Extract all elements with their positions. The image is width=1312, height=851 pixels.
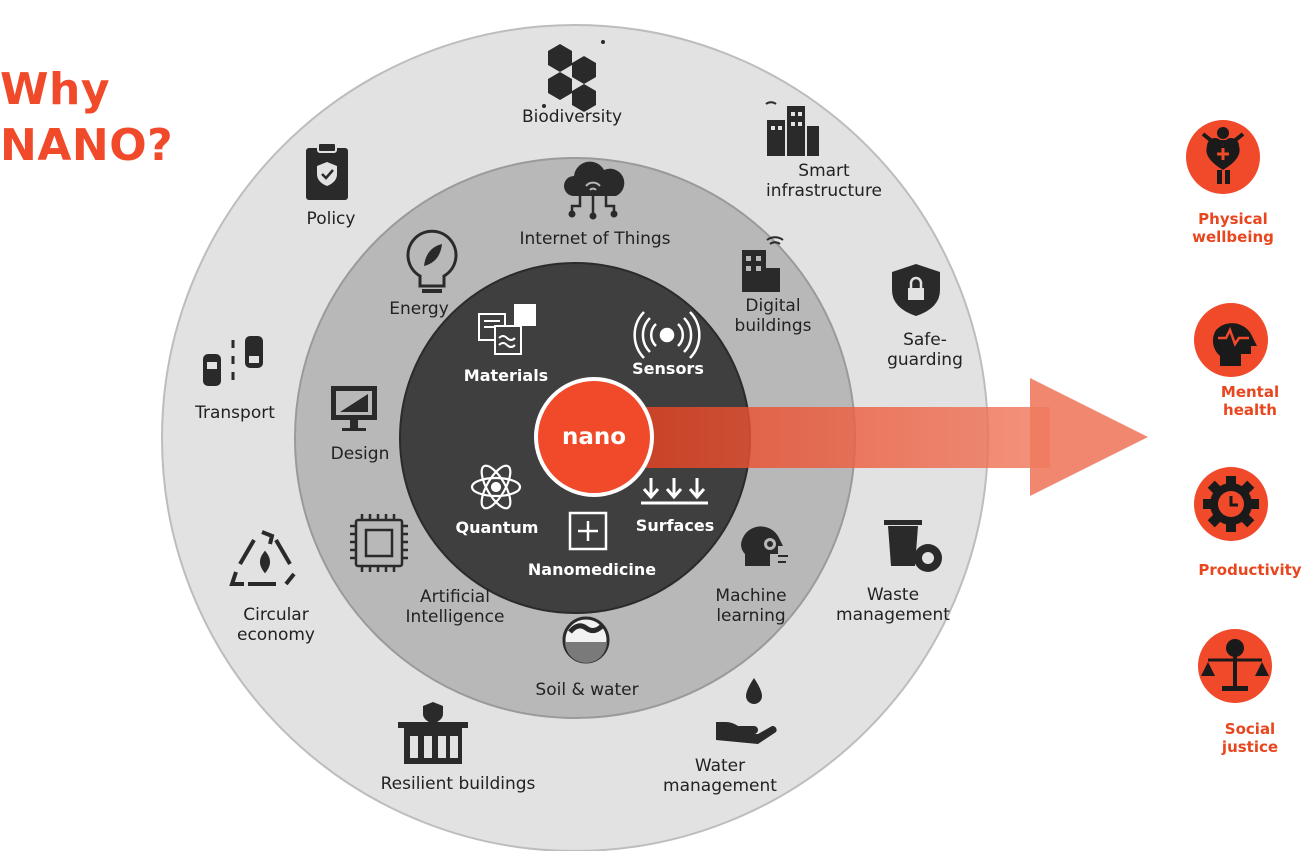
heart-person-icon bbox=[1186, 120, 1260, 194]
clipboard-shield-icon bbox=[306, 142, 348, 200]
sensors-label: Sensors bbox=[632, 359, 704, 378]
sensor-waves-icon bbox=[633, 311, 701, 359]
circular-economy-label: Circular economy bbox=[236, 605, 316, 645]
title-line-1: Why bbox=[0, 64, 111, 115]
nanomedicine-label: Nanomedicine bbox=[527, 560, 657, 579]
recycle-icon bbox=[229, 530, 296, 586]
nano-center-circle bbox=[534, 377, 654, 497]
transport-label: Transport bbox=[195, 403, 275, 423]
safeguarding-label: Safe- guarding bbox=[887, 330, 963, 370]
down-arrows-icon bbox=[641, 478, 708, 505]
impact-arrow bbox=[620, 378, 1148, 496]
physical-wellbeing-label: Physical wellbeing bbox=[1192, 210, 1274, 246]
materials-icon bbox=[478, 304, 536, 355]
water-management-label: Water management bbox=[663, 756, 777, 796]
cloud-network-icon bbox=[564, 161, 625, 220]
hand-drop-icon bbox=[716, 678, 777, 744]
nano-center-label: nano bbox=[561, 424, 627, 450]
building-shield-icon bbox=[398, 702, 468, 764]
monitor-design-icon bbox=[331, 386, 377, 431]
smart-building-icon bbox=[742, 236, 784, 292]
policy-label: Policy bbox=[306, 209, 356, 229]
title-line-2: NANO? bbox=[0, 120, 174, 171]
robot-head-icon bbox=[740, 526, 788, 566]
smart-infrastructure-label: Smart infrastructure bbox=[765, 161, 883, 201]
atom-icon bbox=[470, 464, 522, 510]
hexagon-species-icon bbox=[542, 40, 605, 112]
gear-clock-icon bbox=[1194, 467, 1268, 541]
machine-learning-label: Machine learning bbox=[715, 586, 787, 626]
cars-icon bbox=[203, 336, 263, 386]
digital-buildings-label: Digital buildings bbox=[734, 296, 812, 336]
energy-label: Energy bbox=[389, 299, 449, 319]
diagram-title: Why NANO? bbox=[0, 62, 173, 174]
mental-health-label: Mental health bbox=[1220, 383, 1280, 419]
surfaces-label: Surfaces bbox=[635, 516, 715, 535]
medical-cross-icon bbox=[568, 511, 608, 551]
scales-globe-icon bbox=[1198, 629, 1272, 703]
quantum-label: Quantum bbox=[455, 518, 539, 537]
iot-label: Internet of Things bbox=[519, 229, 671, 249]
productivity-label: Productivity bbox=[1198, 561, 1302, 579]
biodiversity-label: Biodiversity bbox=[521, 107, 623, 127]
head-pulse-icon bbox=[1194, 303, 1268, 377]
ai-label: Artificial Intelligence bbox=[405, 587, 505, 627]
resilient-buildings-label: Resilient buildings bbox=[380, 774, 536, 794]
bin-gear-icon bbox=[884, 520, 942, 572]
waste-management-label: Waste management bbox=[836, 585, 950, 625]
soil-water-label: Soil & water bbox=[535, 680, 639, 700]
materials-label: Materials bbox=[463, 366, 549, 385]
shield-lock-icon bbox=[892, 264, 940, 316]
city-icon bbox=[765, 101, 819, 156]
lightbulb-leaf-icon bbox=[406, 229, 458, 293]
soil-icon bbox=[562, 616, 610, 664]
design-label: Design bbox=[330, 444, 390, 464]
ai-chip-icon bbox=[350, 514, 408, 572]
social-justice-label: Social justice bbox=[1221, 720, 1279, 756]
